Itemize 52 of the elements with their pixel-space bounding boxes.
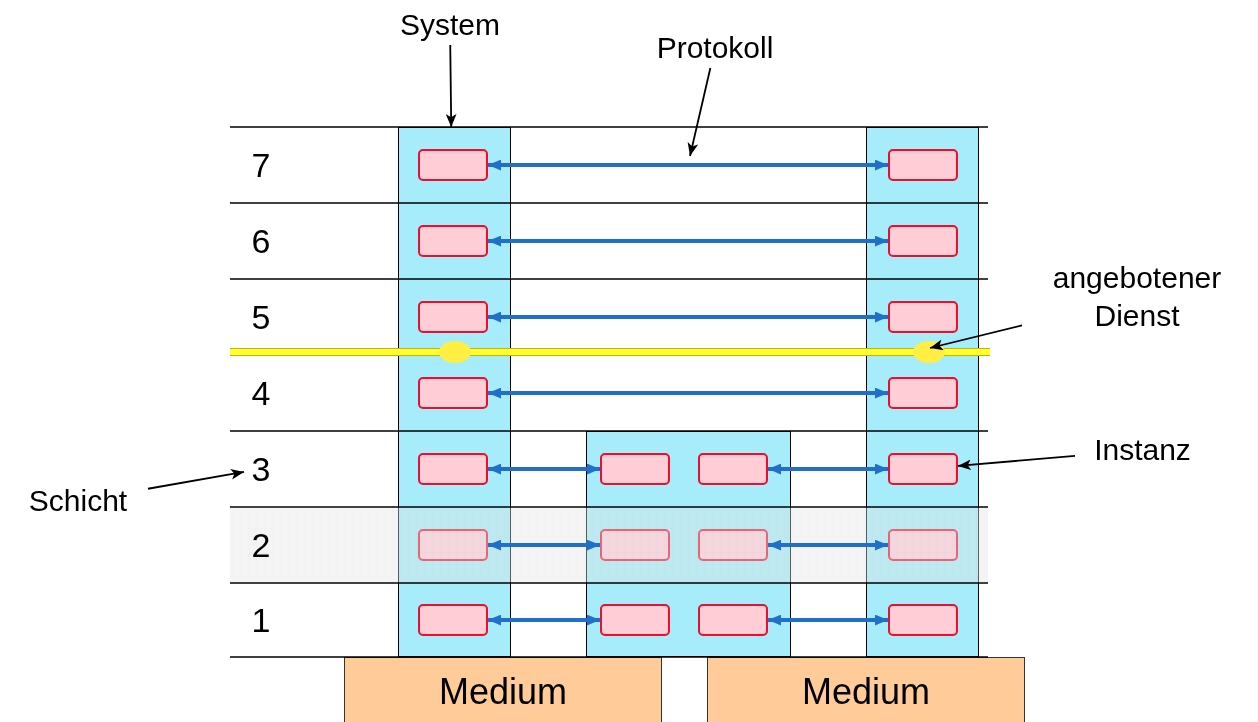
medium-box: Medium xyxy=(344,657,662,722)
protocol-arrow xyxy=(488,463,600,475)
layer-number: 3 xyxy=(244,447,278,491)
protocol-arrow xyxy=(488,311,888,323)
instance-box xyxy=(417,528,488,561)
instance-box xyxy=(887,376,958,409)
leader-arrow xyxy=(929,324,1023,351)
leader-arrow xyxy=(147,468,245,490)
protocol-arrow xyxy=(768,614,888,626)
layer-number: 7 xyxy=(244,143,278,187)
layer-number: 6 xyxy=(244,219,278,263)
layer-number: 5 xyxy=(244,295,278,339)
callout-label: Schicht xyxy=(8,481,148,521)
callout-label: System xyxy=(380,5,520,45)
protocol-arrow xyxy=(768,463,888,475)
system-column xyxy=(866,127,979,657)
instance-box xyxy=(887,148,958,181)
instance-box xyxy=(697,452,768,485)
instance-box xyxy=(417,300,488,333)
instance-box xyxy=(417,224,488,257)
callout-label: Protokoll xyxy=(635,28,795,68)
instance-box xyxy=(417,603,488,636)
protocol-arrow xyxy=(488,614,600,626)
instance-box xyxy=(599,603,670,636)
system-column xyxy=(398,127,511,657)
callout-label: angebotener Dienst xyxy=(1022,255,1252,339)
protocol-arrow xyxy=(768,539,888,551)
instance-box xyxy=(887,603,958,636)
layer-number: 4 xyxy=(244,371,278,415)
protocol-arrow xyxy=(488,159,888,171)
instance-box xyxy=(887,300,958,333)
instance-box xyxy=(417,376,488,409)
callout-label: Instanz xyxy=(1075,430,1210,470)
instance-box xyxy=(599,528,670,561)
protocol-arrow xyxy=(488,387,888,399)
instance-box xyxy=(887,452,958,485)
instance-box xyxy=(417,452,488,485)
instance-box xyxy=(599,452,670,485)
instance-box xyxy=(887,224,958,257)
leader-arrow xyxy=(957,454,1076,471)
leader-arrow xyxy=(687,67,712,157)
instance-box xyxy=(417,148,488,181)
system-column xyxy=(586,431,791,657)
protocol-arrow xyxy=(488,539,600,551)
layer-number: 1 xyxy=(244,598,278,642)
instance-box xyxy=(697,603,768,636)
leader-arrow xyxy=(445,44,457,128)
instance-box xyxy=(887,528,958,561)
medium-box: Medium xyxy=(707,657,1025,722)
protocol-arrow xyxy=(488,235,888,247)
layer-number: 2 xyxy=(244,523,278,567)
instance-box xyxy=(697,528,768,561)
